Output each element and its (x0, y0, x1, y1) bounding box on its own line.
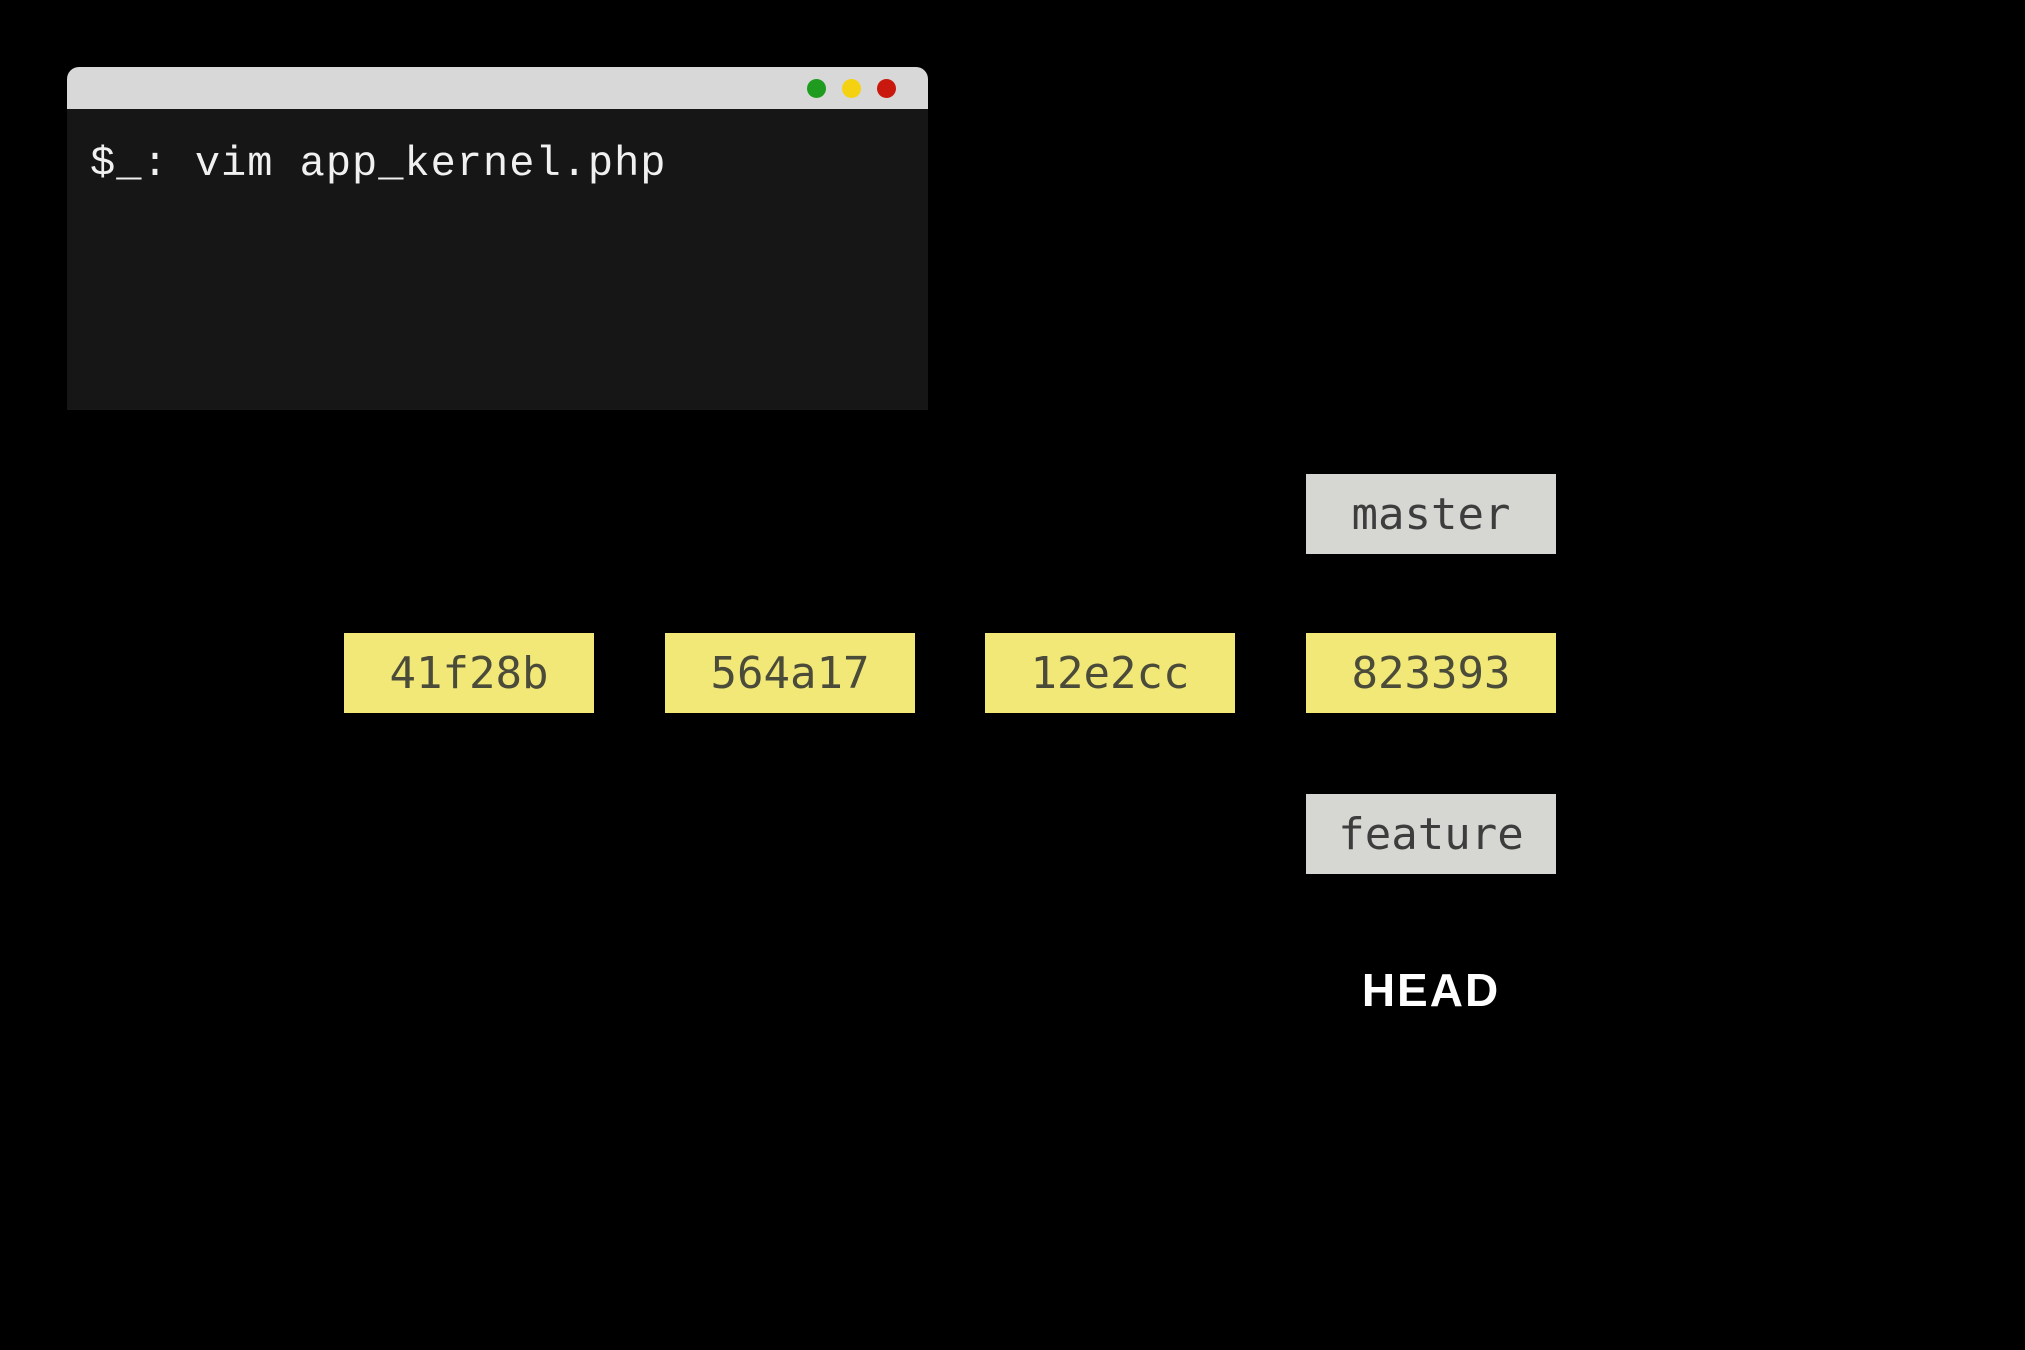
terminal-body: $_: vim app_kernel.php (67, 109, 928, 410)
terminal-window: $_: vim app_kernel.php (67, 67, 928, 410)
terminal-titlebar (67, 67, 928, 109)
commit-box-564a17: 564a17 (665, 633, 915, 713)
green-dot-icon[interactable] (807, 78, 826, 98)
commit-box-823393: 823393 (1306, 633, 1556, 713)
branch-label-master: master (1306, 474, 1556, 554)
head-label: HEAD (1361, 964, 1501, 1016)
terminal-command-line: $_: vim app_kernel.php (90, 140, 667, 188)
commit-box-41f28b: 41f28b (344, 633, 594, 713)
red-dot-icon[interactable] (877, 78, 896, 98)
yellow-dot-icon[interactable] (842, 78, 861, 98)
commit-box-12e2cc: 12e2cc (985, 633, 1235, 713)
branch-label-feature: feature (1306, 794, 1556, 874)
